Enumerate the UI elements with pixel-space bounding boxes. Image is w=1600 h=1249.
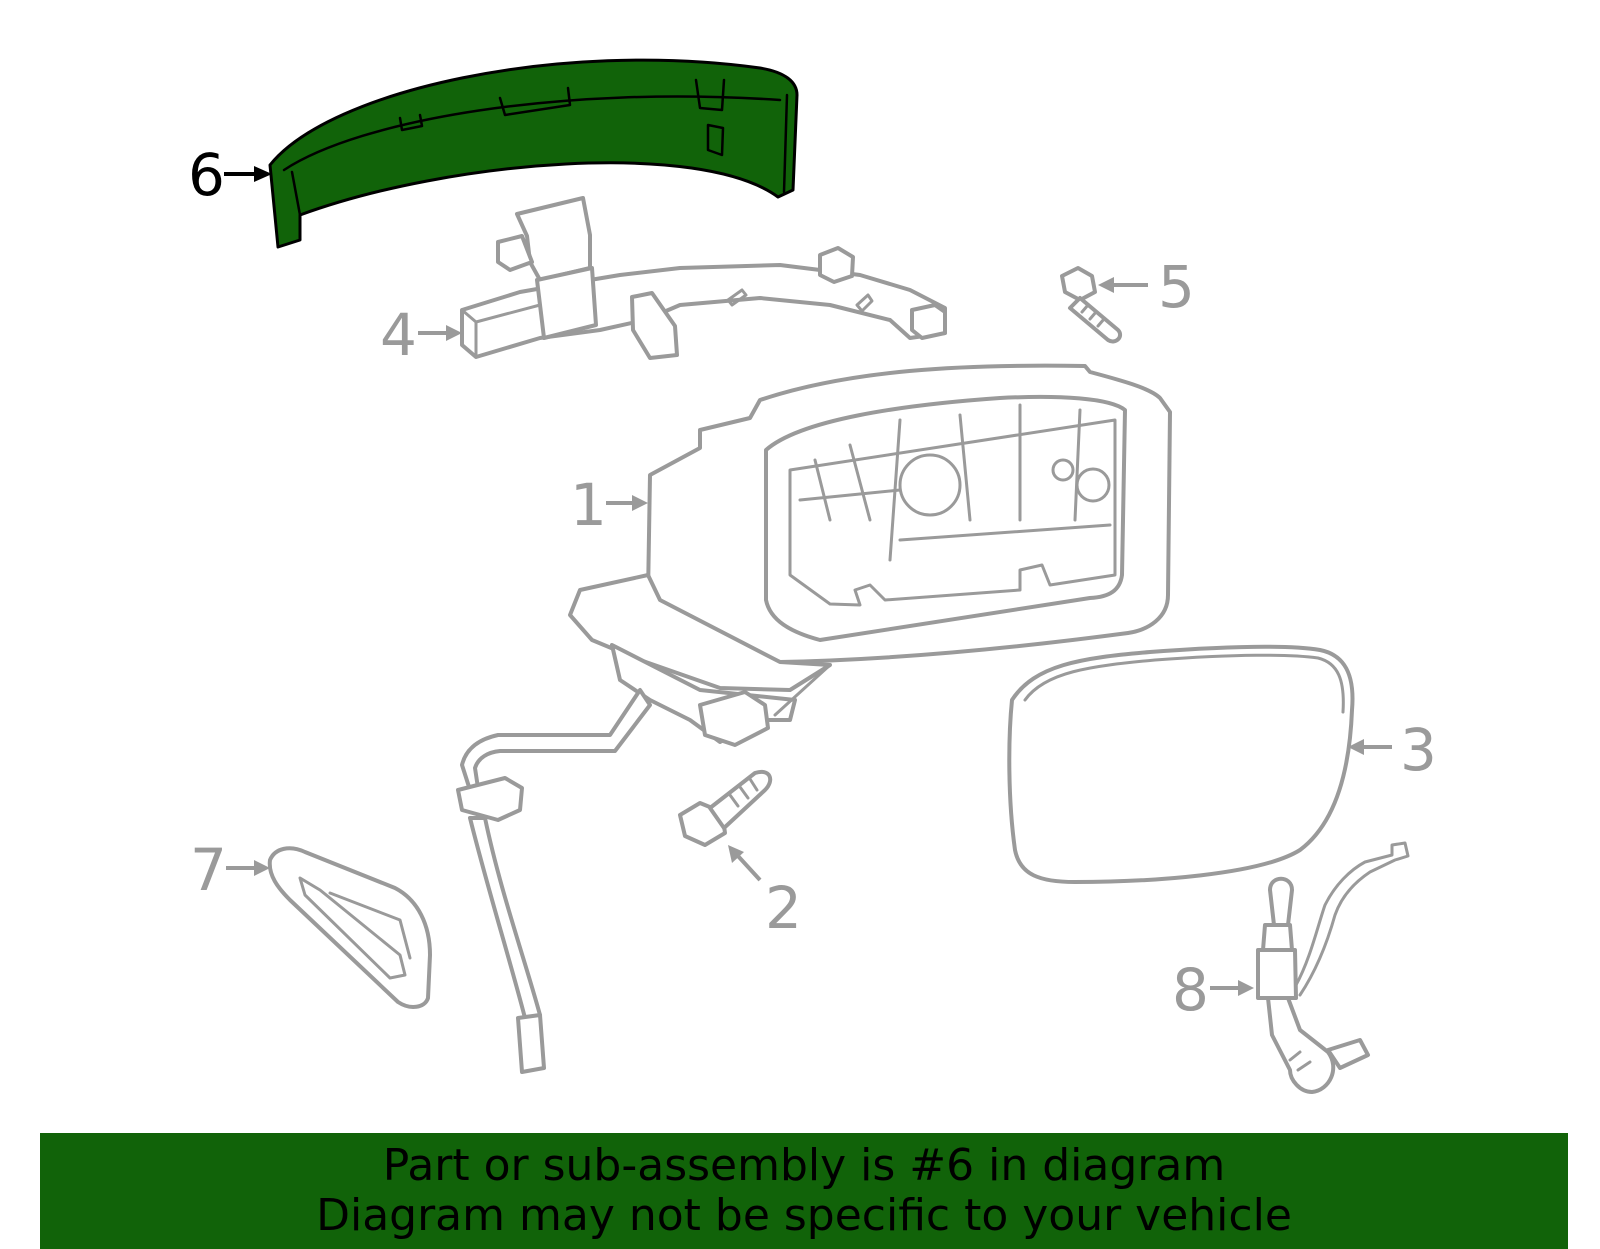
callout-8-number: 8 — [1172, 956, 1209, 1024]
part-5-bolt[interactable] — [1060, 266, 1123, 344]
part-6-mirror-cover[interactable] — [268, 58, 799, 249]
callout-4-number: 4 — [380, 301, 417, 369]
callout-3: 3 — [1348, 716, 1437, 784]
part-7-turn-lamp[interactable] — [267, 846, 432, 1009]
banner-line-2: Diagram may not be specific to your vehi… — [316, 1190, 1292, 1241]
callout-7-number: 7 — [190, 836, 227, 904]
info-banner: Part or sub-assembly is #6 in diagram Di… — [40, 1133, 1568, 1249]
callout-2-number: 2 — [765, 874, 802, 942]
part-1-mirror-housing[interactable] — [568, 363, 1172, 747]
callout-5-number: 5 — [1158, 253, 1195, 321]
part-1-wiring-harness — [456, 688, 652, 1074]
part-2-bolt[interactable] — [678, 769, 773, 847]
callout-6-number: 6 — [188, 141, 225, 209]
callout-1: 1 — [570, 471, 648, 539]
callout-6: 6 — [188, 141, 272, 209]
callout-8: 8 — [1172, 956, 1254, 1024]
callout-7: 7 — [190, 836, 270, 904]
banner-line-1: Part or sub-assembly is #6 in diagram — [382, 1140, 1226, 1191]
callout-4: 4 — [380, 301, 462, 369]
callout-5: 5 — [1098, 253, 1195, 321]
part-4-mirror-bracket[interactable] — [460, 196, 947, 360]
callout-3-number: 3 — [1400, 716, 1437, 784]
part-3-mirror-glass[interactable] — [1007, 644, 1355, 884]
part-8-sensor[interactable] — [1256, 841, 1410, 1094]
parts-diagram: 6 4 5 1 3 2 7 8 — [188, 58, 1437, 1094]
callout-1-number: 1 — [570, 471, 607, 539]
callout-2: 2 — [728, 845, 802, 942]
